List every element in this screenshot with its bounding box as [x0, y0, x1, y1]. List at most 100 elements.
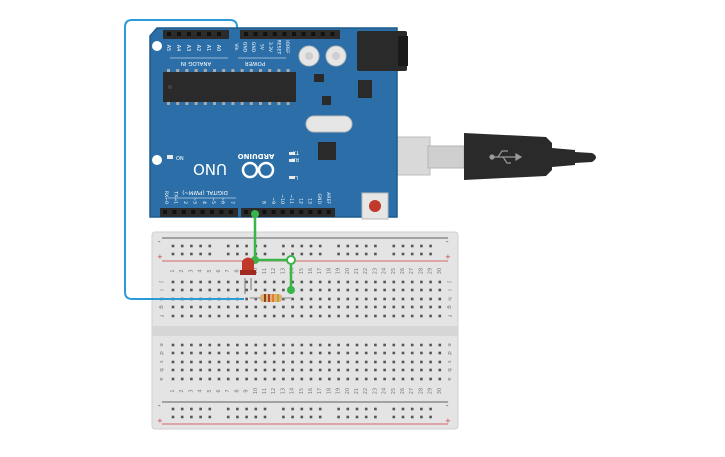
breadboard-hole[interactable]	[410, 280, 414, 284]
breadboard-hole[interactable]	[429, 351, 432, 355]
breadboard-hole[interactable]	[355, 343, 359, 347]
breadboard-hole[interactable]	[410, 297, 414, 301]
breadboard-hole[interactable]	[245, 343, 248, 347]
breadboard-hole[interactable]	[272, 343, 276, 347]
rail-hole[interactable]	[318, 407, 322, 411]
breadboard-hole[interactable]	[318, 351, 322, 355]
breadboard-hole[interactable]	[364, 305, 368, 309]
breadboard-hole[interactable]	[236, 288, 239, 292]
breadboard-hole[interactable]	[190, 314, 193, 318]
rail-hole[interactable]	[171, 415, 175, 419]
wire-bend-point-selected[interactable]	[286, 255, 296, 265]
breadboard-hole[interactable]	[383, 305, 386, 309]
breadboard-hole[interactable]	[346, 314, 350, 318]
header-pin[interactable]	[292, 32, 296, 36]
rail-hole[interactable]	[410, 244, 414, 248]
rail-hole[interactable]	[392, 415, 396, 419]
header-pin[interactable]	[311, 32, 316, 36]
breadboard-hole[interactable]	[383, 343, 386, 347]
breadboard-hole[interactable]	[282, 360, 285, 364]
breadboard-hole[interactable]	[263, 368, 267, 372]
breadboard-hole[interactable]	[337, 343, 340, 347]
breadboard-hole[interactable]	[208, 280, 212, 284]
rail-hole[interactable]	[429, 252, 432, 256]
breadboard-hole[interactable]	[263, 280, 267, 284]
rail-hole[interactable]	[401, 244, 405, 248]
breadboard-hole[interactable]	[401, 377, 405, 381]
breadboard-hole[interactable]	[282, 351, 285, 355]
breadboard-hole[interactable]	[328, 280, 331, 284]
dc-power-jack[interactable]	[357, 31, 407, 71]
breadboard-hole[interactable]	[383, 314, 386, 318]
breadboard-hole[interactable]	[374, 280, 377, 284]
rail-hole[interactable]	[254, 415, 258, 419]
breadboard-hole[interactable]	[355, 280, 359, 284]
breadboard-hole[interactable]	[392, 280, 396, 284]
breadboard-hole[interactable]	[300, 280, 304, 284]
breadboard-hole[interactable]	[199, 314, 202, 318]
breadboard-hole[interactable]	[318, 288, 322, 292]
breadboard-hole[interactable]	[420, 297, 423, 301]
breadboard-hole[interactable]	[263, 305, 267, 309]
breadboard-hole[interactable]	[254, 368, 258, 372]
rail-hole[interactable]	[355, 415, 359, 419]
breadboard-hole[interactable]	[245, 280, 248, 284]
breadboard-hole[interactable]	[401, 297, 405, 301]
header-pin[interactable]	[207, 32, 211, 36]
header-pin[interactable]	[217, 32, 221, 36]
breadboard-hole[interactable]	[429, 297, 432, 301]
breadboard-hole[interactable]	[410, 305, 414, 309]
breadboard-hole[interactable]	[309, 360, 313, 364]
breadboard-hole[interactable]	[282, 343, 285, 347]
breadboard-hole[interactable]	[309, 297, 313, 301]
top-header-pins[interactable]	[167, 32, 335, 36]
breadboard-hole[interactable]	[263, 360, 267, 364]
breadboard-hole[interactable]	[190, 343, 193, 347]
rail-hole[interactable]	[199, 407, 202, 411]
breadboard-hole[interactable]	[364, 368, 368, 372]
breadboard-hole[interactable]	[410, 377, 414, 381]
breadboard-hole[interactable]	[429, 343, 432, 347]
breadboard-hole[interactable]	[236, 314, 239, 318]
breadboard-hole[interactable]	[217, 368, 221, 372]
breadboard-hole[interactable]	[272, 314, 276, 318]
breadboard-hole[interactable]	[438, 280, 442, 284]
rail-hole[interactable]	[190, 252, 193, 256]
breadboard-hole[interactable]	[300, 343, 304, 347]
breadboard-hole[interactable]	[272, 280, 276, 284]
breadboard-hole[interactable]	[355, 288, 359, 292]
rail-hole[interactable]	[420, 407, 423, 411]
breadboard-hole[interactable]	[272, 305, 276, 309]
rail-hole[interactable]	[208, 407, 212, 411]
rail-hole[interactable]	[291, 252, 294, 256]
breadboard-hole[interactable]	[300, 305, 304, 309]
rail-hole[interactable]	[180, 415, 184, 419]
breadboard-hole[interactable]	[429, 280, 432, 284]
breadboard-hole[interactable]	[410, 343, 414, 347]
breadboard-hole[interactable]	[309, 368, 313, 372]
rail-hole[interactable]	[346, 407, 350, 411]
rail-hole[interactable]	[180, 252, 184, 256]
breadboard-hole[interactable]	[199, 288, 202, 292]
breadboard-hole[interactable]	[337, 368, 340, 372]
header-pin[interactable]	[253, 32, 258, 36]
breadboard-hole[interactable]	[300, 314, 304, 318]
rail-hole[interactable]	[337, 415, 340, 419]
breadboard-hole[interactable]	[208, 360, 212, 364]
breadboard-hole[interactable]	[254, 280, 258, 284]
breadboard-hole[interactable]	[254, 360, 258, 364]
header-pin[interactable]	[200, 210, 205, 214]
rail-hole[interactable]	[291, 407, 294, 411]
breadboard-hole[interactable]	[171, 343, 175, 347]
header-pin[interactable]	[290, 210, 294, 214]
breadboard-hole[interactable]	[190, 360, 193, 364]
breadboard-hole[interactable]	[420, 368, 423, 372]
breadboard-hole[interactable]	[309, 377, 313, 381]
header-pin[interactable]	[197, 32, 201, 36]
header-pin[interactable]	[263, 32, 268, 36]
breadboard-hole[interactable]	[328, 297, 331, 301]
breadboard-hole[interactable]	[291, 297, 294, 301]
breadboard-hole[interactable]	[217, 314, 221, 318]
breadboard-hole[interactable]	[346, 343, 350, 347]
